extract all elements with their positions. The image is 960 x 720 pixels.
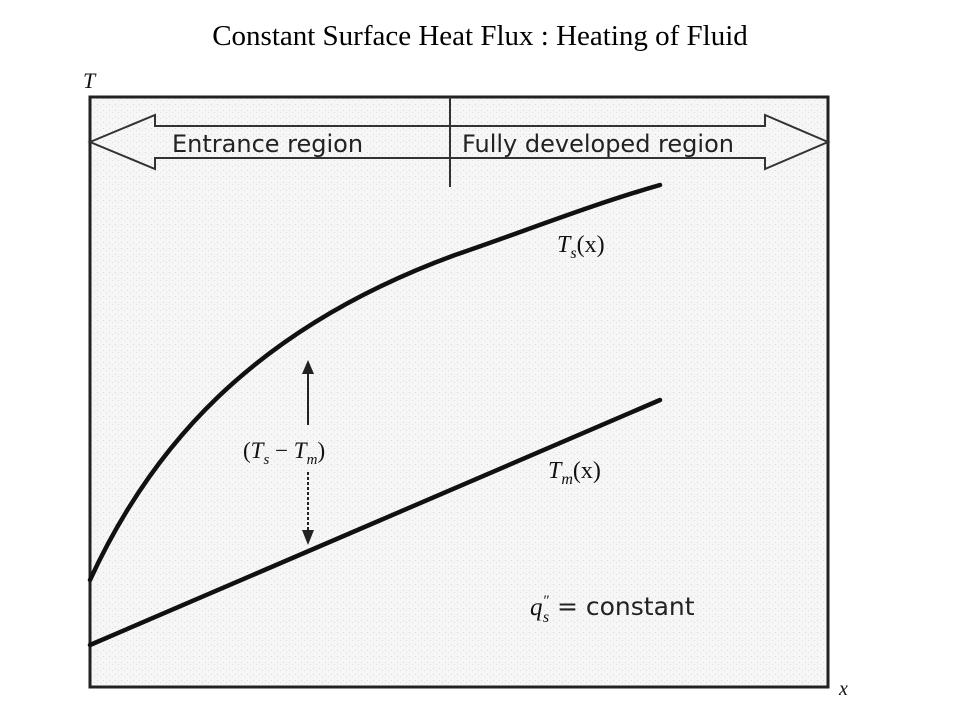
series-label-tm: Tm(x): [548, 458, 601, 488]
x-axis-label: x: [838, 678, 848, 700]
condition-label: q"s = constant: [530, 592, 695, 626]
series-line-ts: [87, 182, 663, 583]
series-label-ts: Ts(x): [557, 232, 605, 262]
y-axis-label: T: [83, 68, 97, 93]
region-arrow: [87, 113, 831, 171]
series-line-tm: [87, 397, 663, 648]
region-label-entrance: Entrance region: [172, 130, 363, 158]
difference-arrowhead-upper: [302, 360, 314, 374]
slide-title: Constant Surface Heat Flux : Heating of …: [212, 20, 748, 52]
plot-frame: [88, 95, 830, 689]
region-label-developed: Fully developed region: [462, 130, 734, 158]
difference-label: (Ts − Tm): [243, 438, 325, 468]
difference-arrowhead-lower: [302, 530, 314, 545]
